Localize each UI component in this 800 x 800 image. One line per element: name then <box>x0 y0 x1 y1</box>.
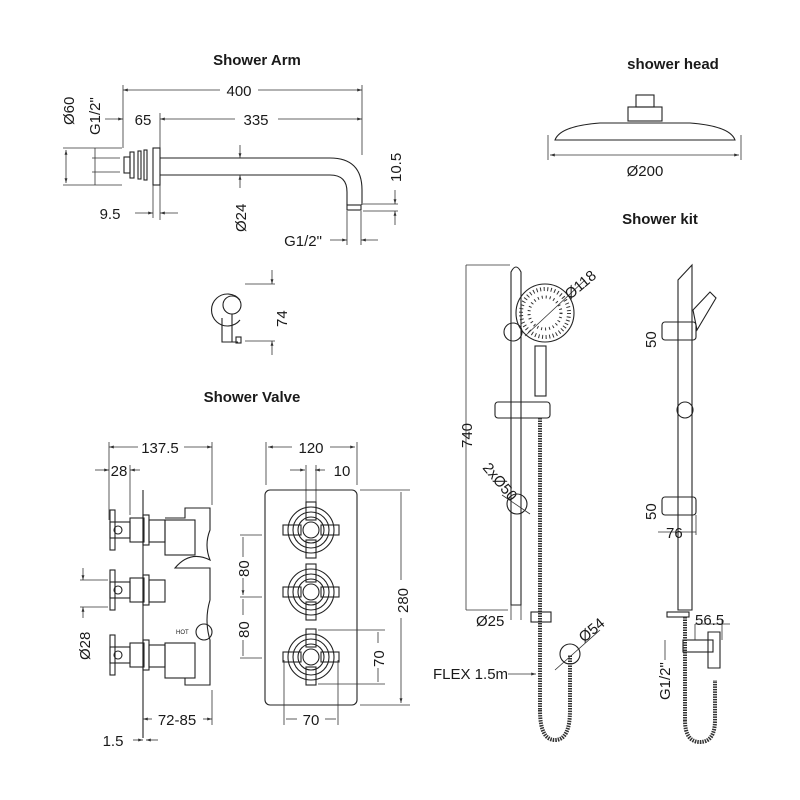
dim-50-upper: 50 <box>643 331 660 348</box>
valve-side-handles <box>109 509 166 676</box>
dim-thread-kit: G1/2" <box>657 662 674 700</box>
dim-740: 740 <box>459 423 476 448</box>
dim-thread-out: G1/2" <box>284 233 322 250</box>
dim-dia-118: Ø118 <box>562 267 600 303</box>
dim-72-85: 72-85 <box>158 712 196 729</box>
dim-50-lower: 50 <box>643 503 660 520</box>
dim-80-upper: 80 <box>236 560 253 577</box>
dim-400: 400 <box>226 83 251 100</box>
hot-label: HOT <box>176 630 189 636</box>
dim-74: 74 <box>274 310 291 327</box>
dim-76: 76 <box>666 525 683 542</box>
dim-2x-dia-50: 2xØ50 <box>479 460 520 505</box>
dim-dia-24: Ø24 <box>233 204 250 232</box>
dim-335: 335 <box>243 112 268 129</box>
flex-label: FLEX 1.5m <box>433 666 508 683</box>
hand-shower-head <box>515 283 575 343</box>
wall-outlet <box>559 643 581 665</box>
dim-dia-25: Ø25 <box>476 613 504 630</box>
shower-kit-side-drawing: 50 50 76 56.5 G1/2" <box>643 263 730 745</box>
dim-1-5: 1.5 <box>103 733 124 750</box>
hand-shower-handle <box>534 345 547 397</box>
dim-dia-200: Ø200 <box>627 163 664 180</box>
dim-65: 65 <box>135 112 152 129</box>
shower-head-title: shower head <box>627 56 719 73</box>
wall-outlet-drawing: 74 <box>210 270 291 355</box>
valve-faceplate <box>264 489 358 706</box>
valve-side-body: HOT <box>164 507 213 686</box>
slide-rail <box>510 266 522 606</box>
dim-28: 28 <box>111 463 128 480</box>
shower-valve-drawing: Shower Valve 137.5 28 HOT Ø28 72-85 1.5 … <box>77 389 412 750</box>
hose-retainer <box>530 611 552 623</box>
dim-70-height: 70 <box>371 650 388 667</box>
shower-valve-title: Shower Valve <box>204 389 301 406</box>
dim-10: 10 <box>334 463 351 480</box>
shower-kit-title: Shower kit <box>622 211 698 228</box>
flex-hose <box>538 655 572 743</box>
shower-arm-title: Shower Arm <box>213 52 301 69</box>
dim-dia-54: Ø54 <box>576 615 609 646</box>
shower-arm-drawing: Shower Arm 400 65 335 Ø60 G1/2" Ø24 9.5 … <box>61 52 405 250</box>
shower-kit-front-drawing: 740 Ø118 2xØ50 Ø25 Ø54 FLEX 1.5m <box>433 264 609 743</box>
dim-10-5: 10.5 <box>388 153 405 182</box>
dim-56-5: 56.5 <box>695 612 724 629</box>
dim-dia-60: Ø60 <box>61 97 78 125</box>
dim-80-lower: 80 <box>236 621 253 638</box>
dim-70-width: 70 <box>303 712 320 729</box>
dim-137-5: 137.5 <box>141 440 179 457</box>
dim-9-5: 9.5 <box>100 206 121 223</box>
valve-front-handles <box>282 501 340 686</box>
shower-head-drawing: shower head Ø200 Shower kit <box>547 56 742 228</box>
slider-bracket <box>494 401 551 419</box>
dim-thread-in: G1/2" <box>87 97 104 135</box>
dim-dia-28: Ø28 <box>77 632 94 660</box>
dim-280: 280 <box>395 588 412 613</box>
side-rail <box>677 263 693 611</box>
dim-120: 120 <box>298 440 323 457</box>
